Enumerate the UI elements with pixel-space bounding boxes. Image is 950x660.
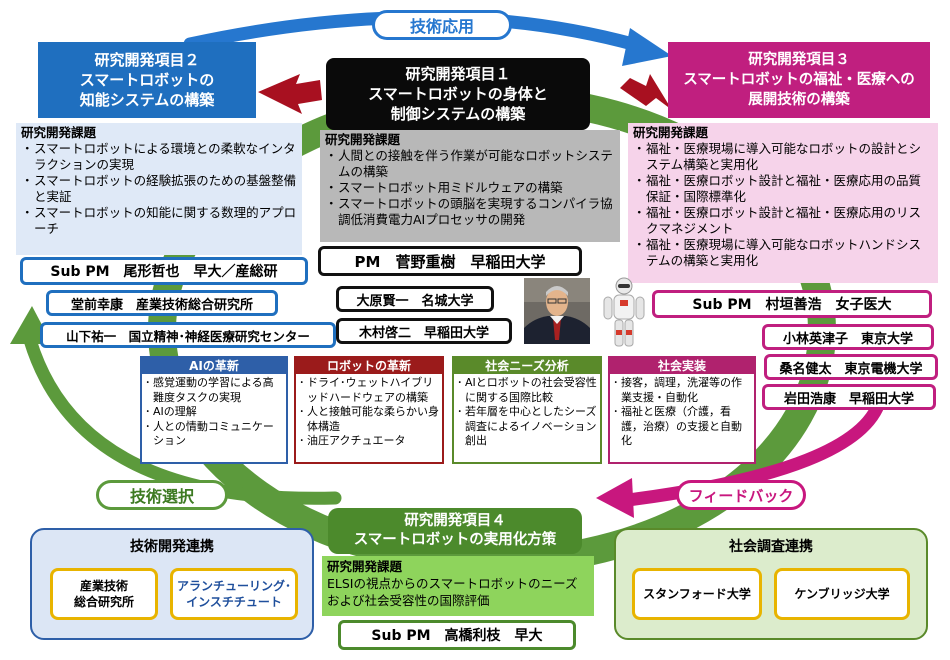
partner-cambridge: ケンブリッジ大学 bbox=[774, 568, 910, 620]
item1-title-box: 研究開発項目１ スマートロボットの身体と 制御システムの構築 bbox=[326, 58, 590, 130]
innovation-list: AIとロボットの社会受容性に関する国際比較 若年層を中心としたシーズ調査によるイ… bbox=[454, 374, 600, 451]
item3-topic: 福祉・医療現場に導入可能なロボットハンドシステムの構築と実用化 bbox=[633, 237, 933, 269]
right-member-1: 小林英津子 東京大学 bbox=[762, 324, 934, 350]
innovation-box-robot: ロボットの革新 ドライ･ウェットハイブリッドハードウェアの構築 人と接触可能な柔… bbox=[294, 356, 444, 464]
innovation-title: AIの革新 bbox=[142, 358, 286, 374]
item1-topic: スマートロボット用ミドルウェアの構築 bbox=[325, 180, 615, 196]
item2-topics-list: スマートロボットによる環境との柔軟なインタラクションの実現 スマートロボットの経… bbox=[21, 141, 297, 237]
innovation-item: AIとロボットの社会受容性に関する国際比較 bbox=[457, 376, 597, 405]
item1-topic: 人間との接触を伴う作業が可能なロボットシステムの構築 bbox=[325, 148, 615, 180]
item3-topic: 福祉・医療ロボット設計と福祉・医療応用のリスクマネジメント bbox=[633, 205, 933, 237]
tech-application-label: 技術応用 bbox=[372, 10, 512, 40]
innovation-item: 若年層を中心としたシーズ調査によるイノベーション創出 bbox=[457, 405, 597, 449]
item1-topics-panel: 研究開発課題 人間との接触を伴う作業が可能なロボットシステムの構築 スマートロボ… bbox=[320, 130, 620, 242]
red-arrow-right bbox=[620, 74, 672, 110]
sub-pm-bottom-box: Sub PM 高橋利枝 早大 bbox=[338, 620, 576, 650]
item4-topics-panel: 研究開発課題 ELSIの視点からのスマートロボットのニーズおよび社会受容性の国際… bbox=[322, 556, 594, 616]
innovation-title: 社会実装 bbox=[610, 358, 754, 374]
feedback-label: フィードバック bbox=[676, 480, 806, 510]
item3-title-box: 研究開発項目３ スマートロボットの福祉・医療への 展開技術の構築 bbox=[668, 42, 930, 118]
right-member-2: 桑名健太 東京電機大学 bbox=[764, 354, 938, 380]
tech-application-arrowhead bbox=[622, 28, 672, 66]
item1-topics-heading: 研究開発課題 bbox=[325, 132, 401, 147]
innovation-item: ドライ･ウェットハイブリッドハードウェアの構築 bbox=[299, 376, 439, 405]
partner-aist-line-1: 産業技術 bbox=[79, 579, 128, 593]
item1-title-line-3: 制御システムの構築 bbox=[390, 105, 526, 123]
tech-collab-group: 技術開発連携 産業技術 総合研究所 アランチューリング･ インスチチュート bbox=[30, 528, 314, 640]
social-collab-group: 社会調査連携 スタンフォード大学 ケンブリッジ大学 bbox=[614, 528, 928, 640]
tech-collab-title: 技術開発連携 bbox=[130, 539, 214, 555]
sub-pm-right-box: Sub PM 村垣善浩 女子医大 bbox=[652, 290, 932, 318]
right-member-3: 岩田浩康 早稲田大学 bbox=[762, 384, 936, 410]
center-member-1: 大原賢一 名城大学 bbox=[336, 286, 494, 312]
item2-topic: スマートロボットによる環境との柔軟なインタラクションの実現 bbox=[21, 141, 297, 173]
innovation-list: 接客，調理，洗濯等の作業支援・自動化 福祉と医療（介護，看護，治療）の支援と自動… bbox=[610, 374, 754, 451]
social-collab-title: 社会調査連携 bbox=[729, 539, 813, 555]
item2-topics-heading: 研究開発課題 bbox=[21, 125, 97, 140]
innovation-item: 接客，調理，洗濯等の作業支援・自動化 bbox=[613, 376, 751, 405]
innovation-title: ロボットの革新 bbox=[296, 358, 442, 374]
item2-title-line-2: スマートロボットの bbox=[79, 71, 215, 89]
robot-image bbox=[603, 277, 645, 347]
center-member-2: 木村啓二 早稲田大学 bbox=[336, 318, 512, 344]
item1-title-line-2: スマートロボットの身体と bbox=[368, 85, 548, 103]
partner-aist: 産業技術 総合研究所 bbox=[50, 568, 158, 620]
innovation-box-social-implementation: 社会実装 接客，調理，洗濯等の作業支援・自動化 福祉と医療（介護，看護，治療）の… bbox=[608, 356, 756, 464]
innovation-box-ai: AIの革新 感覚運動の学習による高難度タスクの実現 AIの理解 人との情動コミュ… bbox=[140, 356, 288, 464]
item1-title-line-1: 研究開発項目１ bbox=[405, 65, 511, 83]
partner-stanford: スタンフォード大学 bbox=[632, 568, 762, 620]
item2-topics-panel: 研究開発課題 スマートロボットによる環境との柔軟なインタラクションの実現 スマー… bbox=[16, 123, 302, 255]
partner-aist-line-2: 総合研究所 bbox=[73, 595, 134, 609]
innovation-item: 感覚運動の学習による高難度タスクの実現 bbox=[145, 376, 283, 405]
red-arrow-left bbox=[258, 74, 322, 114]
item2-title-box: 研究開発項目２ スマートロボットの 知能システムの構築 bbox=[38, 42, 256, 118]
item3-topics-panel: 研究開発課題 福祉・医療現場に導入可能なロボットの設計とシステム構築と実用化 福… bbox=[628, 123, 938, 283]
pm-box: PM 菅野重樹 早稲田大学 bbox=[318, 246, 582, 276]
item3-topic: 福祉・医療ロボット設計と福祉・医療応用の品質保証・国際標準化 bbox=[633, 173, 933, 205]
innovation-item: 人と接触可能な柔らかい身体構造 bbox=[299, 405, 439, 434]
pm-photo bbox=[524, 278, 590, 344]
item3-topic: 福祉・医療現場に導入可能なロボットの設計とシステム構築と実用化 bbox=[633, 141, 933, 173]
item2-title-line-3: 知能システムの構築 bbox=[79, 91, 215, 109]
item3-title-line-1: 研究開発項目３ bbox=[748, 52, 850, 68]
item1-topics-list: 人間との接触を伴う作業が可能なロボットシステムの構築 スマートロボット用ミドルウ… bbox=[325, 148, 615, 228]
innovation-item: 油圧アクチュエータ bbox=[299, 434, 439, 449]
item4-title-line-2: スマートロボットの実用化方策 bbox=[353, 532, 557, 548]
left-member-2: 山下祐一 国立精神･神経医療研究センター bbox=[40, 322, 336, 348]
item3-title-line-2: スマートロボットの福祉・医療への bbox=[683, 72, 915, 88]
item4-title-line-1: 研究開発項目４ bbox=[404, 513, 506, 529]
partner-turing-line-1: アランチューリング･ bbox=[176, 579, 291, 593]
item4-topics-heading: 研究開発課題 bbox=[327, 559, 403, 574]
left-member-1: 堂前幸康 産業技術総合研究所 bbox=[46, 290, 278, 316]
tech-selection-label: 技術選択 bbox=[96, 480, 228, 510]
innovation-item: AIの理解 bbox=[145, 405, 283, 420]
item4-title-box: 研究開発項目４ スマートロボットの実用化方策 bbox=[328, 508, 582, 554]
item2-title-line-1: 研究開発項目２ bbox=[94, 51, 200, 69]
item3-topics-list: 福祉・医療現場に導入可能なロボットの設計とシステム構築と実用化 福祉・医療ロボッ… bbox=[633, 141, 933, 269]
sub-pm-left-box: Sub PM 尾形哲也 早大／産総研 bbox=[20, 257, 308, 285]
partner-turing-line-2: インスチチュート bbox=[186, 595, 282, 609]
innovation-list: ドライ･ウェットハイブリッドハードウェアの構築 人と接触可能な柔らかい身体構造 … bbox=[296, 374, 442, 451]
item2-topic: スマートロボットの知能に関する数理的アプローチ bbox=[21, 205, 297, 237]
innovation-item: 福祉と医療（介護，看護，治療）の支援と自動化 bbox=[613, 405, 751, 449]
item3-topics-heading: 研究開発課題 bbox=[633, 125, 709, 140]
item2-topic: スマートロボットの経験拡張のための基盤整備と実証 bbox=[21, 173, 297, 205]
item4-topic: ELSIの視点からのスマートロボットのニーズおよび社会受容性の国際評価 bbox=[327, 576, 578, 608]
partner-turing: アランチューリング･ インスチチュート bbox=[170, 568, 298, 620]
tech-selection-arc bbox=[23, 333, 342, 505]
item3-title-line-3: 展開技術の構築 bbox=[748, 92, 850, 108]
innovation-list: 感覚運動の学習による高難度タスクの実現 AIの理解 人との情動コミュニケーション bbox=[142, 374, 286, 451]
innovation-item: 人との情動コミュニケーション bbox=[145, 420, 283, 449]
innovation-title: 社会ニーズ分析 bbox=[454, 358, 600, 374]
feedback-arrowhead bbox=[596, 478, 634, 518]
item1-topic: スマートロボットの頭脳を実現するコンパイラ協調低消費電力AIプロセッサの開発 bbox=[325, 196, 615, 228]
innovation-box-social-needs: 社会ニーズ分析 AIとロボットの社会受容性に関する国際比較 若年層を中心としたシ… bbox=[452, 356, 602, 464]
